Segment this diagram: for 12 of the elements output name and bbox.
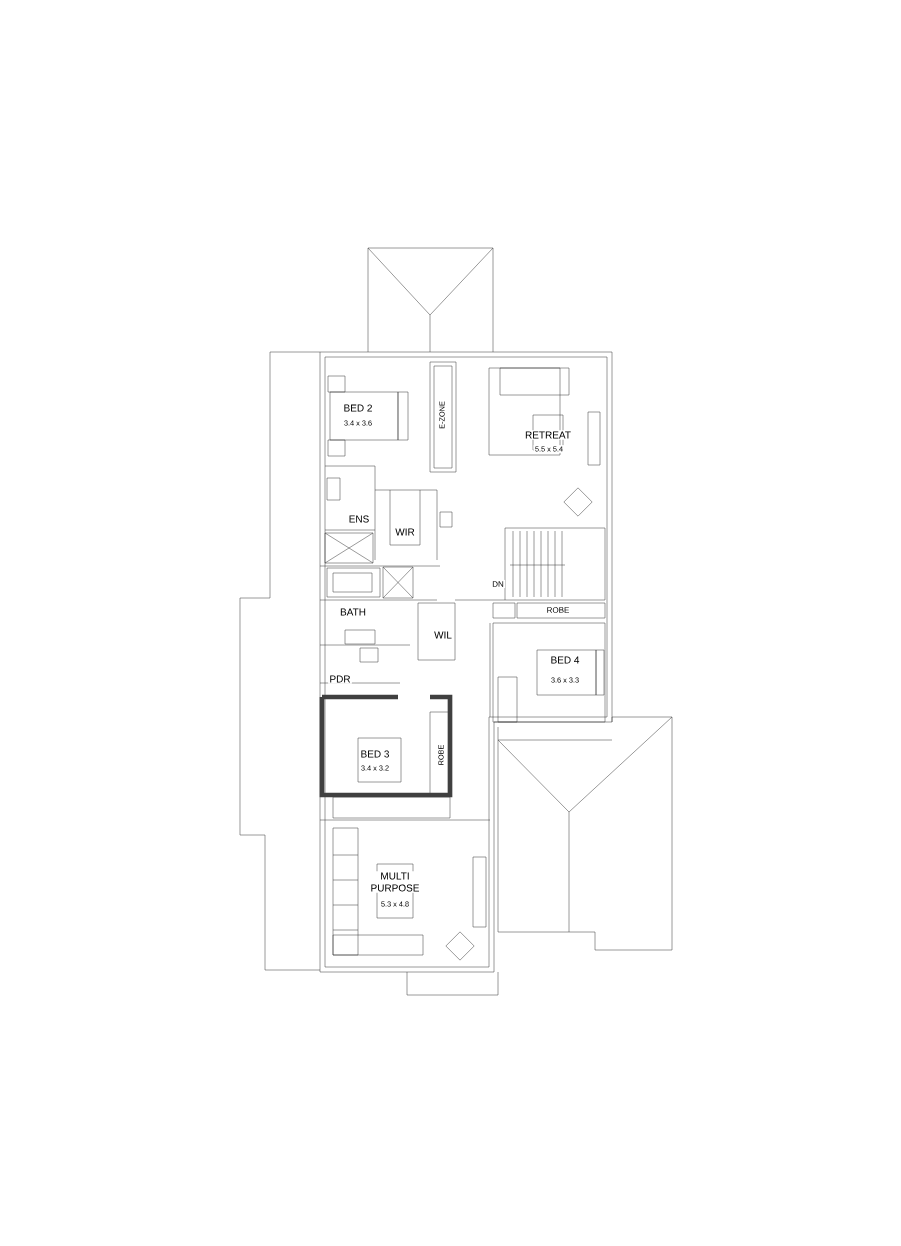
room-label: WIR (393, 527, 417, 537)
room-label: BED 2 (342, 403, 374, 413)
room-label: WIL (432, 630, 454, 640)
room-label: BATH (338, 607, 368, 617)
room-label: BED 3 (359, 749, 391, 759)
room-label: ROBE (545, 605, 571, 615)
room-label: ENS (347, 514, 371, 524)
room-label: RETREAT (523, 430, 573, 440)
stair-direction-label: DN (490, 579, 506, 589)
room-label: MULTI PURPOSE (361, 871, 429, 893)
room-label: PDR (328, 674, 352, 684)
room-label: BED 4 (549, 655, 581, 665)
